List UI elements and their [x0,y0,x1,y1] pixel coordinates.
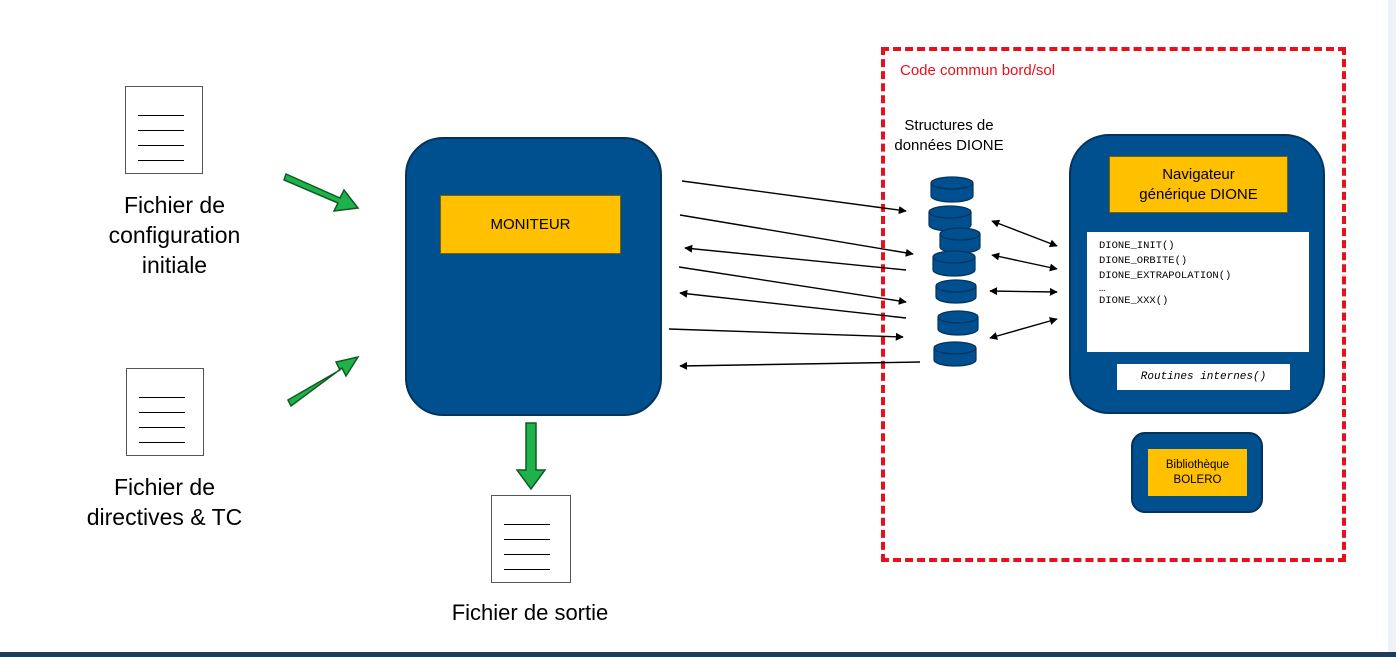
library-label: Bibliothèque BOLERO [1148,449,1247,496]
moniteur-label: MONITEUR [440,195,621,254]
common-code-label: Code commun bord/sol [900,62,1056,79]
bidirectional-arrow-structures-navigator [989,317,1058,340]
function-item: DIONE_INIT() [1099,240,1175,252]
arrow-structures-to-moniteur [679,361,921,370]
green-arrow-config-to-moniteur [283,172,360,212]
bidirectional-arrow-structures-navigator [991,252,1058,272]
right-edge-strip [1388,0,1396,652]
data-structure-cylinder [933,341,977,367]
arrow-moniteur-to-structures [679,214,914,257]
bidirectional-arrow-structures-navigator [991,219,1058,248]
data-structure-cylinder [935,279,977,304]
function-item: DIONE_EXTRAPOLATION() [1099,270,1232,282]
data-structure-cylinder [928,205,972,232]
arrow-moniteur-to-structures [678,266,907,305]
data-structure-cylinder [937,310,979,336]
navigator-function-list: DIONE_INIT() DIONE_ORBITE() DIONE_EXTRAP… [1087,232,1309,352]
arrow-structures-to-moniteur [684,244,907,271]
bottom-border-bar [0,652,1396,657]
arrow-moniteur-to-structures [668,328,904,341]
function-item: DIONE_ORBITE() [1099,255,1188,267]
data-structure-cylinder [930,176,974,203]
function-item: … [1099,283,1106,295]
output-file-label: Fichier de sortie [451,600,609,625]
moniteur-panel [405,137,662,416]
directives-document-icon [126,368,204,456]
internal-routines-box: Routines internes() [1117,364,1290,390]
green-arrow-moniteur-to-output [515,422,547,491]
navigator-title: Navigateur générique DIONE [1109,156,1288,213]
output-document-icon [491,495,571,583]
arrow-moniteur-to-structures [681,180,907,215]
function-item: DIONE_XXX() [1099,295,1169,307]
bidirectional-arrow-structures-navigator [989,287,1058,296]
config-file-label: Fichier de configuration initiale [108,192,241,278]
structures-label: Structures de données DIONE [894,117,1004,154]
config-document-icon [125,86,203,174]
directives-file-label: Fichier de directives & TC [86,474,243,530]
data-structure-cylinder [939,227,981,254]
green-arrow-directives-to-moniteur [287,355,360,408]
common-code-zone [881,47,1346,562]
arrow-structures-to-moniteur [679,289,907,319]
data-structure-cylinder [932,250,976,277]
